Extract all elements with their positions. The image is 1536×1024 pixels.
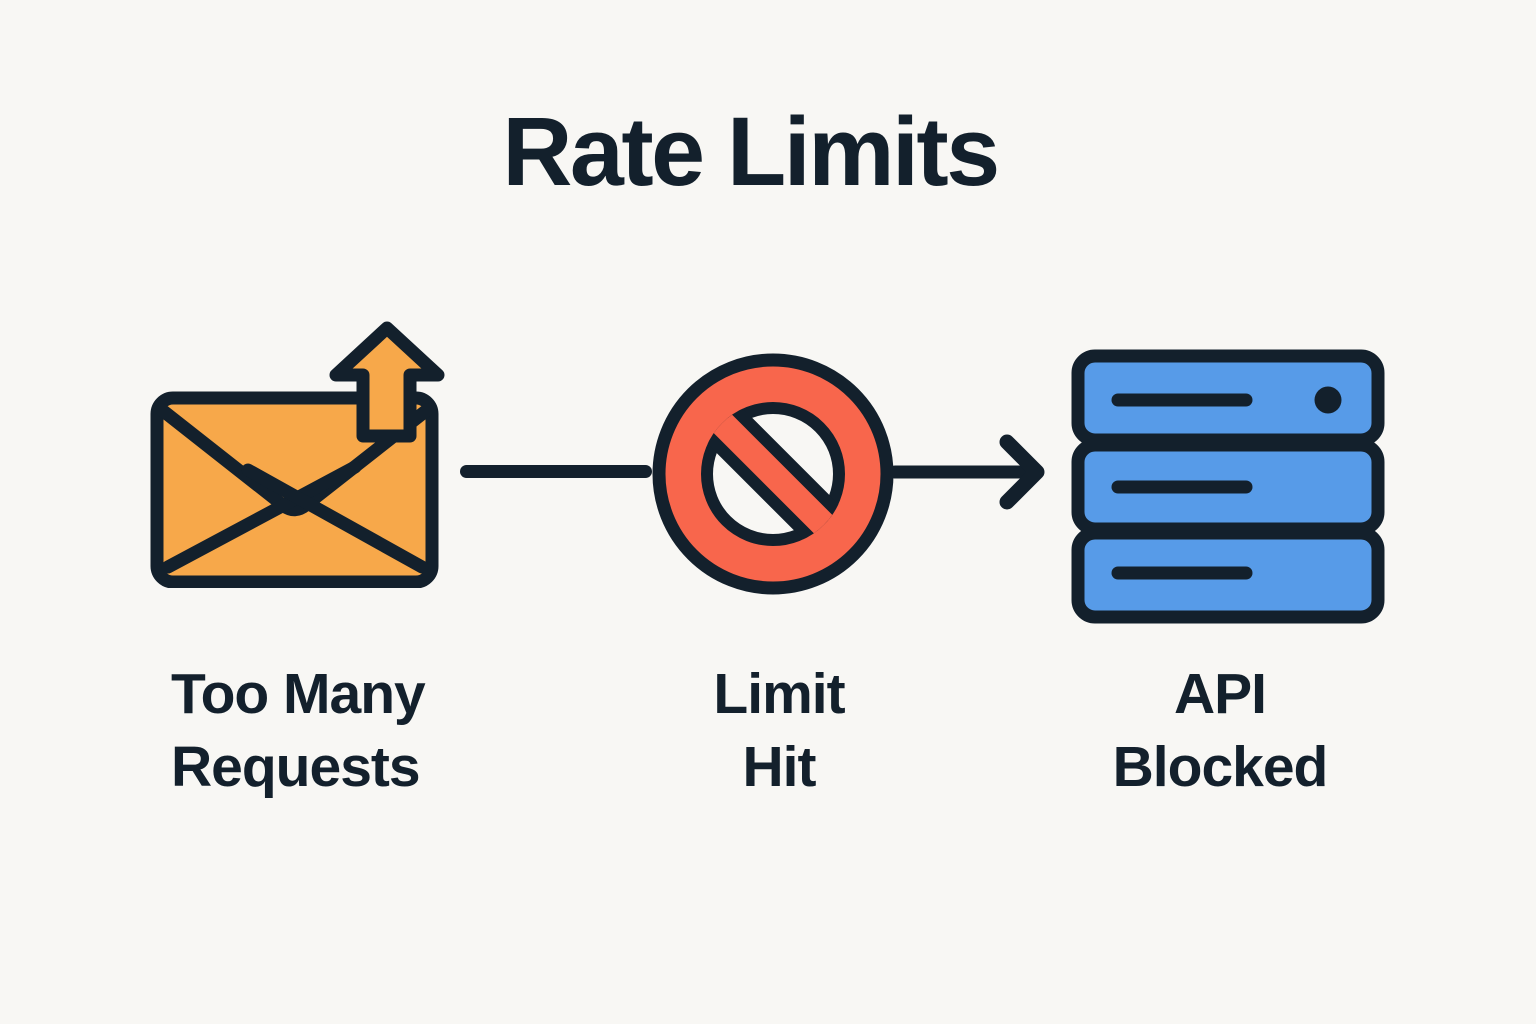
label-limit-hit: Limit Hit — [629, 658, 929, 804]
label-line: Too Many — [171, 662, 426, 726]
label-line: Limit — [713, 662, 845, 726]
outgoing-email-icon — [150, 321, 445, 588]
server-led-icon — [1314, 386, 1342, 414]
label-line: API — [1173, 662, 1267, 726]
label-too-many-requests: Too Many Requests — [171, 658, 426, 804]
label-line: Requests — [171, 735, 421, 799]
server-stack-icon — [1071, 349, 1385, 624]
page-title: Rate Limits — [502, 97, 1000, 206]
no-entry-icon — [652, 353, 894, 595]
label-line: Blocked — [1112, 735, 1329, 799]
connector-line — [460, 465, 652, 478]
up-arrow-icon — [329, 321, 445, 443]
label-api-blocked: API Blocked — [1020, 658, 1420, 804]
label-line: Hit — [742, 735, 817, 799]
arrowhead-icon — [999, 434, 1045, 510]
connector-arrow — [893, 434, 1045, 510]
